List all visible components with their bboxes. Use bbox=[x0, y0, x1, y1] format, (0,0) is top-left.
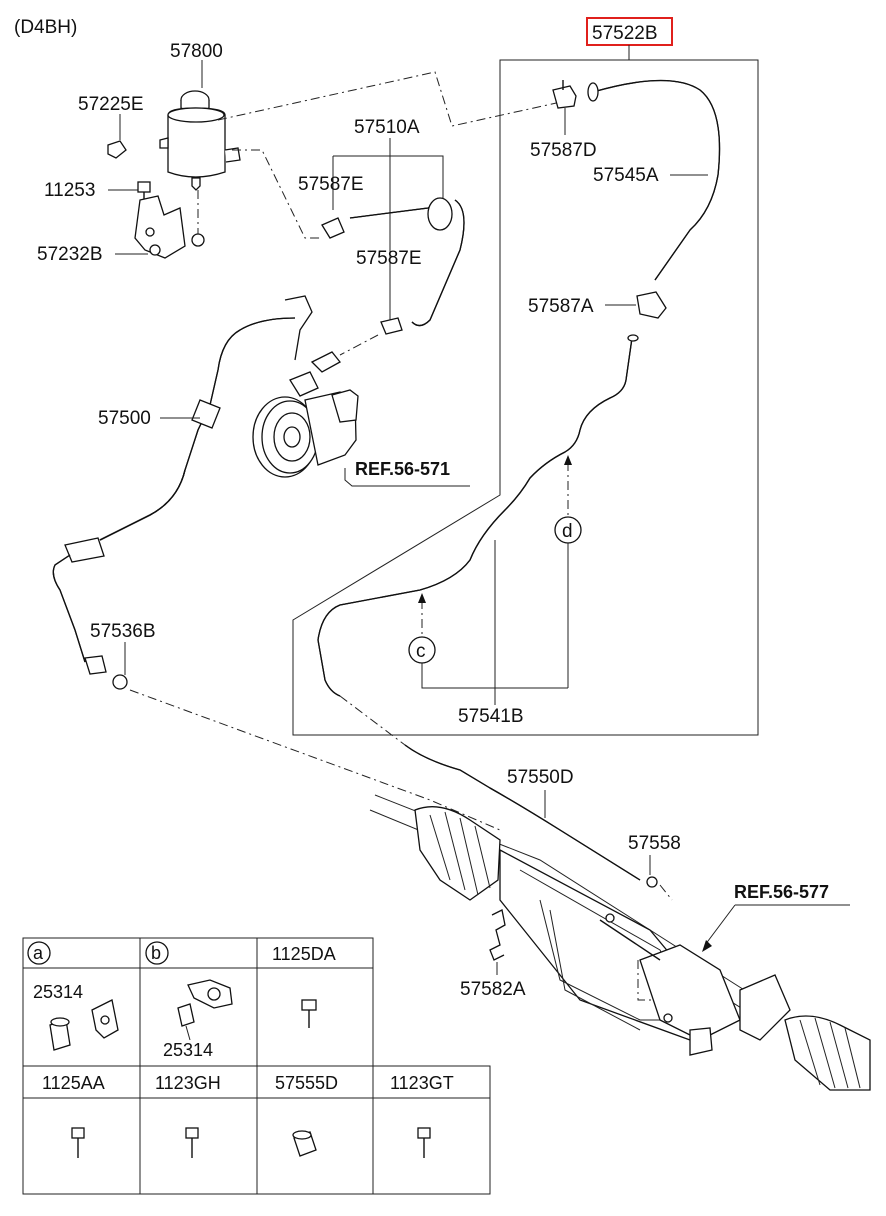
pipe-57541B bbox=[317, 334, 639, 697]
steering-gear[interactable] bbox=[369, 794, 871, 1091]
clip-icon-b bbox=[177, 979, 233, 1041]
part-label-11253[interactable]: 11253 bbox=[44, 180, 95, 201]
legend-marker-a-label: a bbox=[33, 943, 44, 963]
part-label-57225E[interactable]: 57225E bbox=[78, 94, 144, 115]
part-label-57545A[interactable]: 57545A bbox=[593, 165, 659, 186]
clip-57582A bbox=[489, 909, 506, 961]
clamp-57587E bbox=[380, 317, 403, 335]
oring-57558 bbox=[646, 876, 658, 888]
part-label-57522B[interactable]: 57522B bbox=[592, 23, 658, 44]
leader-reservoir-57522B bbox=[217, 71, 571, 127]
assembly-frame bbox=[292, 59, 759, 736]
cap-57225E bbox=[107, 140, 127, 159]
callout-d-label: d bbox=[562, 521, 573, 542]
clamp-57587D bbox=[552, 80, 577, 109]
leader-reservoir-hose bbox=[232, 149, 322, 239]
part-label-57582A[interactable]: 57582A bbox=[460, 979, 526, 1000]
legend-header-1123GT[interactable]: 1123GT bbox=[390, 1073, 454, 1093]
part-label-57587E-top[interactable]: 57587E bbox=[298, 174, 364, 195]
legend-header-57555D[interactable]: 57555D bbox=[275, 1073, 338, 1093]
ref-56-577[interactable]: REF.56-577 bbox=[734, 882, 829, 902]
legend-header-1125DA[interactable]: 1125DA bbox=[272, 944, 336, 964]
bolt-icon-1125DA bbox=[301, 999, 317, 1028]
legend-marker-b-label: b bbox=[151, 943, 161, 963]
hose-57500 bbox=[52, 317, 296, 675]
legend-part-a-25314[interactable]: 25314 bbox=[33, 982, 83, 1002]
clamp-57587A bbox=[636, 291, 667, 319]
legend-header-1125AA[interactable]: 1125AA bbox=[42, 1073, 105, 1093]
part-label-57536B[interactable]: 57536B bbox=[90, 621, 156, 642]
part-label-57587E-bottom[interactable]: 57587E bbox=[356, 248, 422, 269]
part-label-57800[interactable]: 57800 bbox=[170, 41, 223, 62]
oring-57536B bbox=[112, 674, 128, 690]
part-label-57587D[interactable]: 57587D bbox=[530, 140, 597, 161]
part-label-57541B[interactable]: 57541B bbox=[458, 706, 524, 727]
reservoir[interactable]: 57800 bbox=[159, 41, 241, 191]
ref-56-571[interactable]: REF.56-571 bbox=[355, 459, 450, 479]
part-label-57232B[interactable]: 57232B bbox=[37, 244, 103, 265]
engine-code-label: (D4BH) bbox=[14, 17, 77, 38]
part-label-57500[interactable]: 57500 bbox=[98, 408, 151, 429]
legend-header-1123GH[interactable]: 1123GH bbox=[155, 1073, 221, 1093]
bolt-icon-1123GT bbox=[417, 1127, 431, 1158]
hose-57545A bbox=[587, 79, 721, 281]
power-steering-pump[interactable] bbox=[252, 295, 359, 478]
legend-part-b-25314[interactable]: 25314 bbox=[163, 1040, 213, 1060]
legend-marker-a bbox=[27, 941, 51, 965]
bushing-icon-57555D bbox=[292, 1130, 317, 1157]
bracket-57232B bbox=[134, 190, 205, 259]
part-label-57558[interactable]: 57558 bbox=[628, 833, 681, 854]
callout-c-label: c bbox=[416, 641, 426, 662]
hose-57550D bbox=[404, 744, 641, 881]
grommet-icon-a bbox=[49, 999, 119, 1051]
bolt-icon-1125AA bbox=[71, 1127, 85, 1158]
bolt-icon-1123GH bbox=[185, 1127, 199, 1158]
part-label-57587A[interactable]: 57587A bbox=[528, 296, 594, 317]
hose-57510A bbox=[321, 197, 465, 327]
part-label-57510A[interactable]: 57510A bbox=[354, 117, 420, 138]
part-label-57550D[interactable]: 57550D bbox=[507, 767, 574, 788]
legend-table: a b 1125DA 25314 25314 1125AA 1123GH 575… bbox=[22, 937, 491, 1195]
legend-marker-b bbox=[145, 941, 169, 965]
